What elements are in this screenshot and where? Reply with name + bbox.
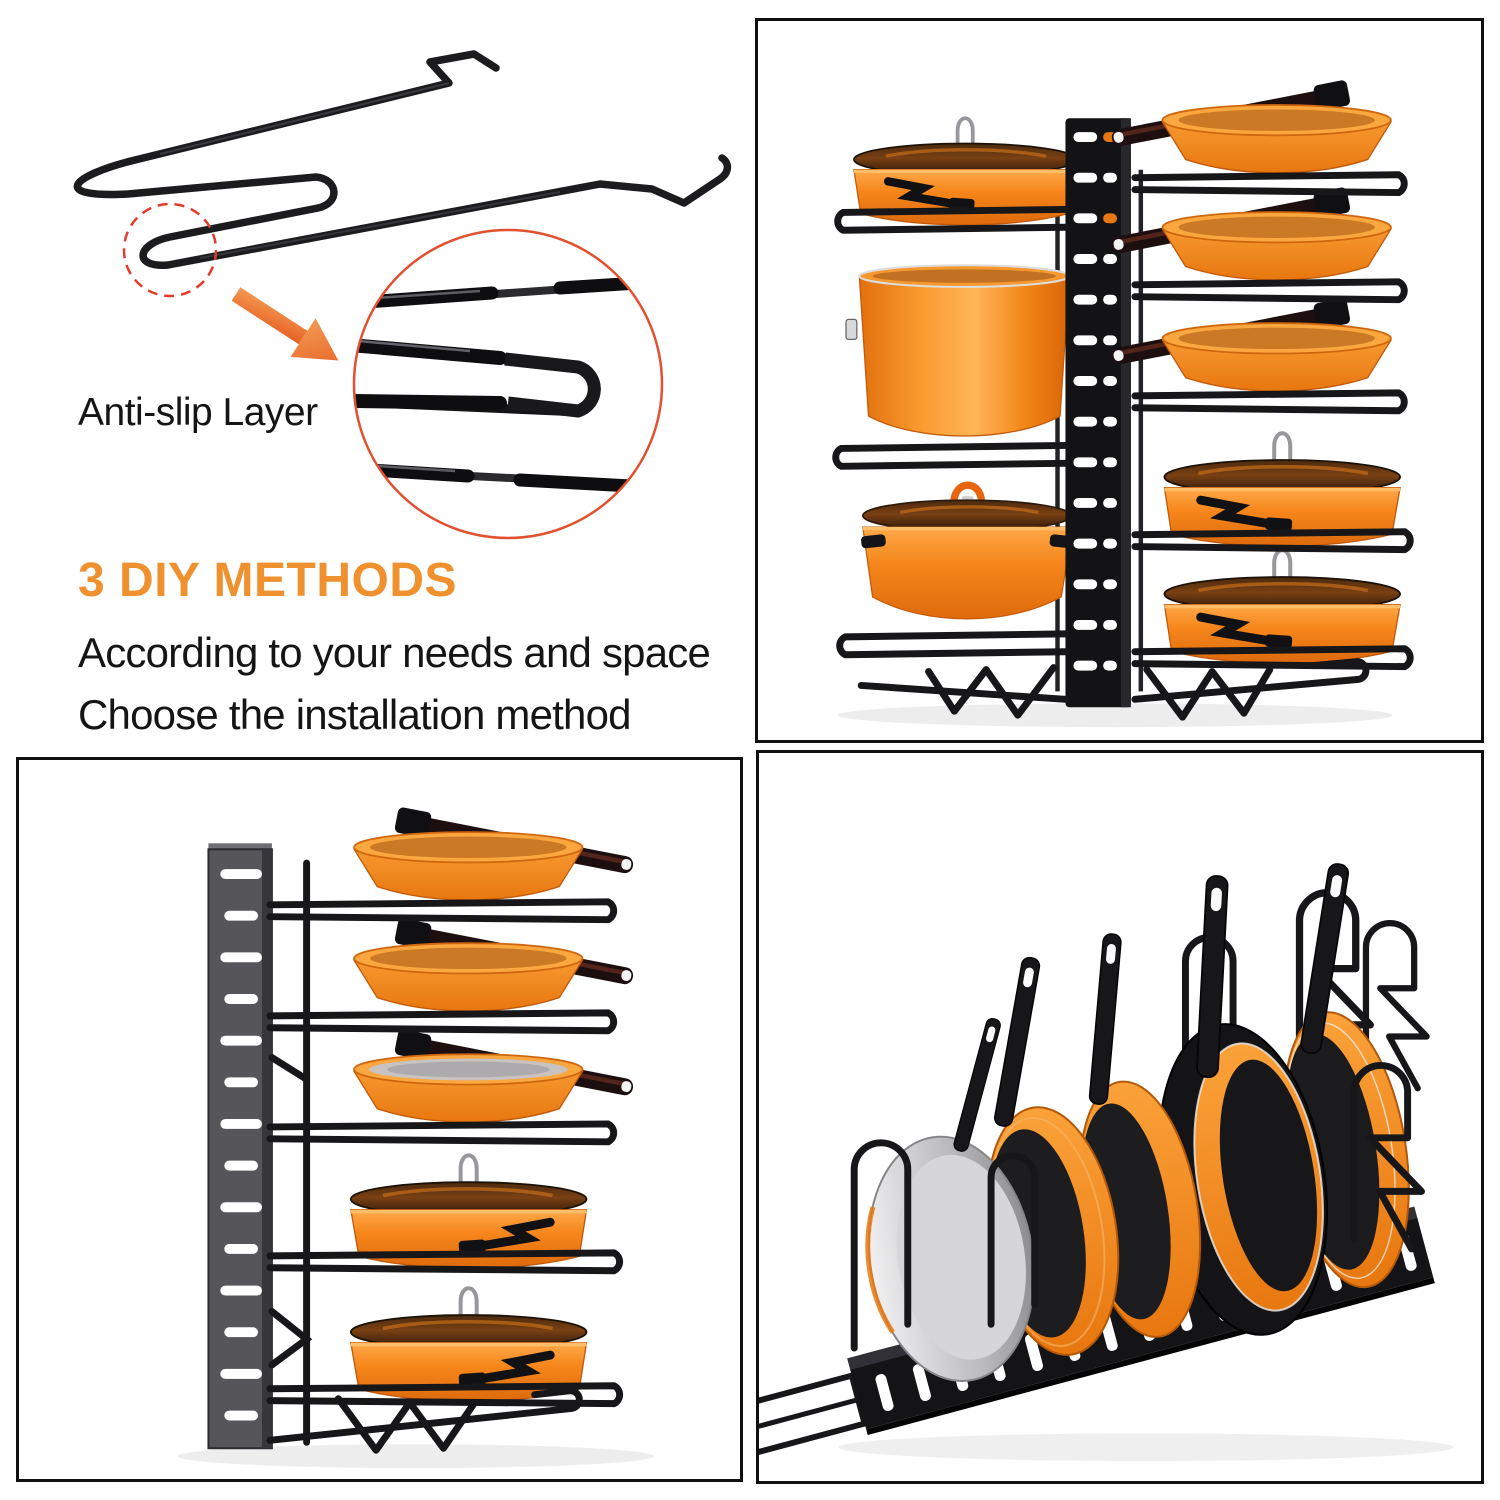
dashed-highlight-circle — [122, 202, 218, 298]
anti-slip-diagram — [73, 50, 732, 540]
zoom-arrow-icon — [231, 287, 339, 361]
photo-panel-single-side-rack — [16, 757, 743, 1482]
diy-text-line-2: Choose the installation method — [78, 691, 632, 738]
divider-hoop — [987, 1152, 1039, 1328]
photo-panel-horizontal-rack — [756, 750, 1484, 1484]
pan-handle — [952, 1016, 1003, 1154]
diy-text-line-1: According to your needs and space — [78, 629, 711, 676]
dutch-oven — [861, 485, 1075, 619]
photo-8-tier-rack — [832, 78, 1414, 728]
frying-pan — [353, 916, 637, 1012]
frying-pan — [1108, 78, 1392, 174]
magnifier-detail-circle — [352, 228, 664, 540]
pan-handle — [1088, 932, 1123, 1106]
wire-shelves — [266, 898, 624, 1408]
anti-slip-label: Anti-slip Layer — [78, 391, 318, 434]
anti-slip-method-panel: Anti-slip Layer 3 DIY METHODS According … — [0, 0, 750, 750]
frying-pan — [353, 805, 637, 901]
rack-feet — [266, 1387, 583, 1454]
rack-feet — [857, 658, 1370, 721]
wire-shelves — [832, 171, 1414, 671]
frying-pan — [1108, 185, 1392, 281]
divider-hoop — [850, 1139, 912, 1352]
diy-methods-heading: 3 DIY METHODS — [78, 554, 458, 607]
frying-pan — [1108, 296, 1392, 392]
frying-pan — [353, 1027, 637, 1123]
slotted-rail — [207, 843, 273, 1450]
slotted-rail — [1065, 118, 1131, 708]
stock-pot — [844, 264, 1084, 438]
standing-pan — [1158, 1023, 1328, 1336]
rear-post — [268, 859, 313, 1446]
photo-panel-double-sided-rack — [755, 18, 1484, 743]
wire-tier-illustration — [73, 50, 732, 269]
photo-horizontal-rack — [759, 861, 1454, 1469]
pan-handle — [992, 955, 1042, 1129]
photo-5-tier-side-rack — [177, 805, 654, 1469]
